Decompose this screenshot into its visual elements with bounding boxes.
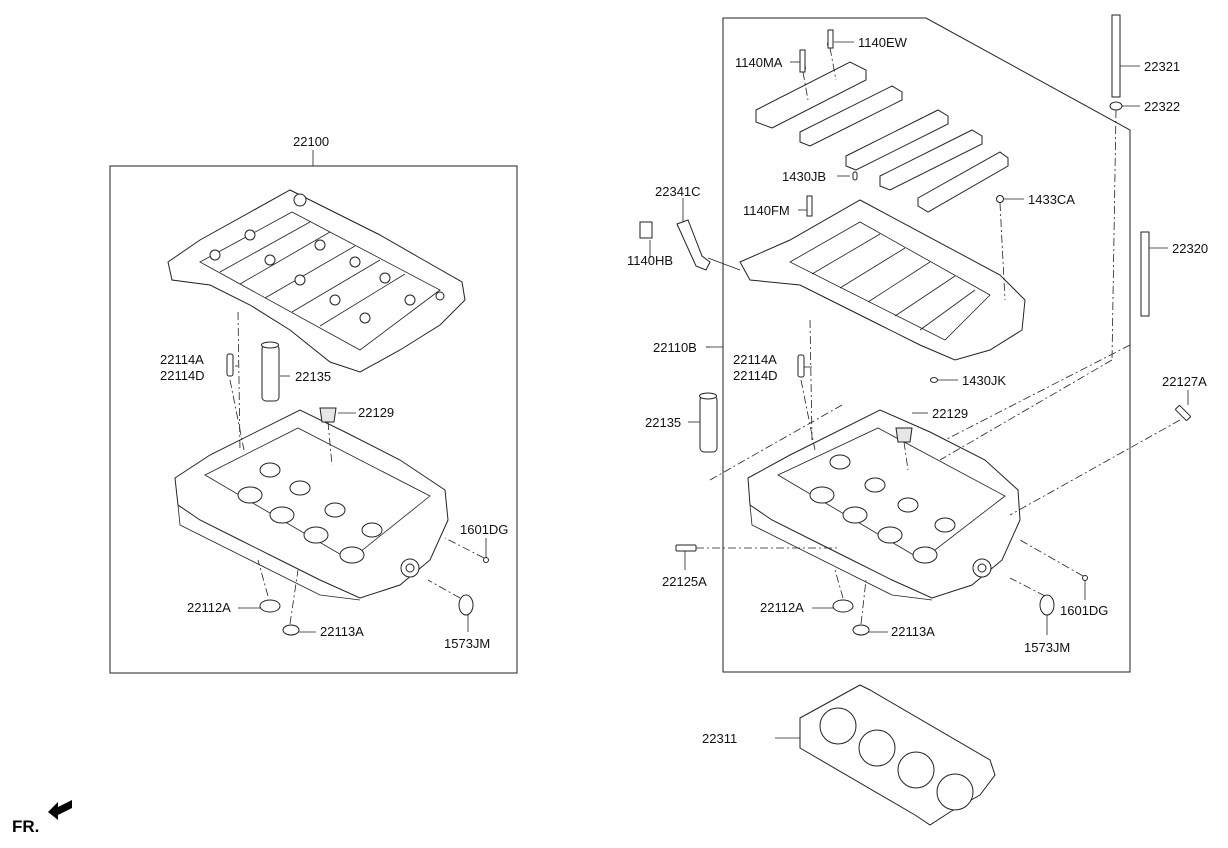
label-1430JK: 1430JK (962, 373, 1006, 388)
camshaft-carrier-right (739, 199, 1026, 361)
label-1573JM-left: 1573JM (444, 636, 490, 651)
stud-22127A (1175, 405, 1191, 421)
label-22100: 22100 (293, 134, 329, 149)
ring-1573JM-right (1039, 594, 1055, 616)
label-22110B: 22110B (653, 340, 697, 355)
label-22322: 22322 (1144, 99, 1180, 114)
label-22341C: 22341C (655, 184, 701, 199)
label-1140FM: 1140FM (743, 203, 790, 218)
part-labels: 22100 22114A 22114D 22135 22129 1601DG 2… (12, 35, 1208, 836)
label-22135-right: 22135 (645, 415, 681, 430)
cylinder-head-left (174, 409, 449, 601)
label-22135-left: 22135 (295, 369, 331, 384)
front-arrow-icon (48, 800, 72, 820)
bolt-1140MA (799, 49, 806, 73)
dowel-pin-right (797, 354, 805, 378)
label-1601DG-left: 1601DG (460, 522, 508, 537)
bolt-22320 (1140, 231, 1150, 317)
label-22113A-left: 22113A (320, 624, 364, 639)
seal-22112A-right (832, 599, 854, 613)
label-1430JB: 1430JB (782, 169, 826, 184)
pin-1601DG-left (483, 557, 489, 563)
plug-22129-right (895, 427, 913, 443)
dowel-pin-left (226, 353, 234, 377)
label-22127A: 22127A (1162, 374, 1207, 389)
right-assembly (639, 14, 1191, 739)
pin-1430JK (930, 377, 938, 383)
label-22321: 22321 (1144, 59, 1180, 74)
seal-22113A-left (282, 624, 300, 636)
seal-22112A-left (259, 599, 281, 613)
ring-1573JM-left (458, 594, 474, 616)
label-22311: 22311 (702, 731, 737, 746)
label-22320: 22320 (1172, 241, 1208, 256)
label-1140EW: 1140EW (858, 35, 908, 50)
bolt-1140HB (639, 221, 653, 239)
right-assembly-frame (722, 17, 1131, 673)
label-22113A-right: 22113A (891, 624, 935, 639)
bolt-22321 (1111, 14, 1121, 98)
label-22114A-left: 22114A (160, 352, 204, 367)
label-1573JM-right: 1573JM (1024, 640, 1070, 655)
washer-22322 (1109, 101, 1123, 111)
label-22112A-left: 22112A (187, 600, 231, 615)
label-22129-right: 22129 (932, 406, 968, 421)
seal-22113A-right (852, 624, 870, 636)
label-1601DG-right: 1601DG (1060, 603, 1108, 618)
bolt-1140FM (806, 195, 813, 217)
cam-caps (755, 41, 1009, 213)
pin-1430JB (852, 171, 858, 181)
plug-22129-left (319, 407, 337, 423)
bolt-1140EW (827, 29, 834, 49)
label-1433CA: 1433CA (1028, 192, 1075, 207)
label-22114A-right: 22114A (733, 352, 777, 367)
label-1140MA: 1140MA (735, 55, 783, 70)
ball-1433CA (996, 195, 1004, 203)
pin-1601DG-right (1082, 575, 1088, 581)
camshaft-carrier-left (167, 189, 466, 373)
front-label: FR. (12, 817, 39, 836)
label-22112A-right: 22112A (760, 600, 804, 615)
label-22129-left: 22129 (358, 405, 394, 420)
label-1140HB: 1140HB (627, 253, 673, 268)
head-gasket (799, 684, 996, 826)
label-22125A: 22125A (662, 574, 707, 589)
bracket-22341C (676, 219, 711, 271)
label-22114D-left: 22114D (160, 368, 205, 383)
left-assembly (109, 150, 518, 674)
label-22114D-right: 22114D (733, 368, 778, 383)
stud-22125A (675, 544, 697, 552)
tube-22135-right (699, 395, 718, 453)
tube-22135-left (261, 344, 280, 402)
cylinder-head-right (747, 409, 1021, 601)
left-assembly-frame (109, 165, 518, 674)
